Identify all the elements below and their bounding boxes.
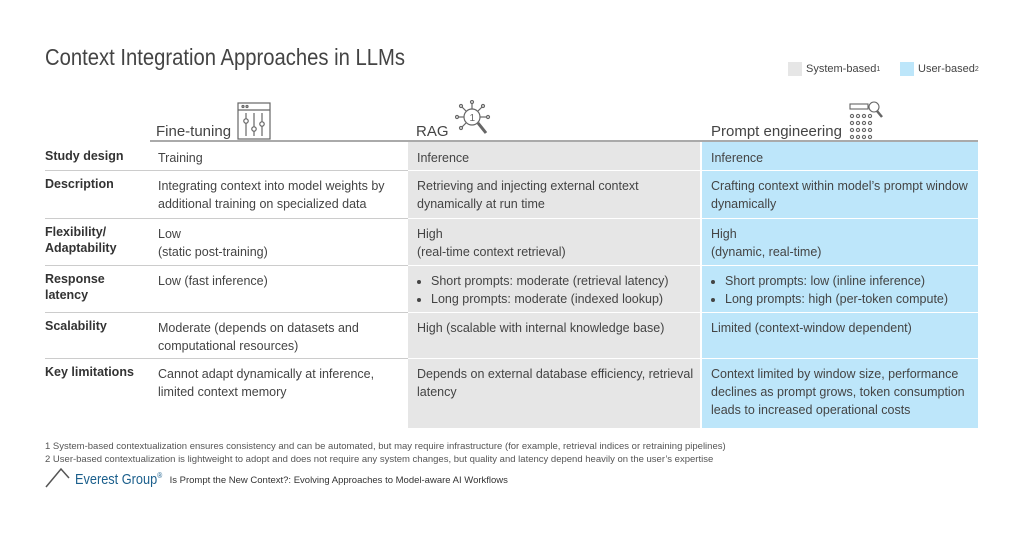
row-divider — [408, 218, 700, 219]
bullet-item: Long prompts: moderate (indexed lookup) — [431, 290, 697, 308]
row-divider — [702, 170, 978, 171]
row-divider — [702, 218, 978, 219]
table-cell: Integrating context into model weights b… — [158, 179, 385, 211]
row-divider — [45, 312, 408, 313]
table-cell: Inference — [417, 151, 470, 165]
bullet-list: Short prompts: low (inline inference)Lon… — [711, 272, 981, 308]
brand-reg: ® — [157, 471, 163, 480]
table-cell: Context limited by window size, performa… — [711, 367, 965, 417]
rag-column-background — [408, 142, 700, 428]
sliders-window-icon — [237, 102, 271, 140]
column-label: Fine-tuning — [156, 123, 232, 140]
table-cell: Moderate (depends on datasets and comput… — [158, 321, 359, 353]
legend-swatch-gray — [788, 62, 802, 76]
row-divider — [702, 358, 978, 359]
legend-label: User-based — [918, 63, 975, 75]
row-divider — [408, 358, 700, 359]
everest-logo-icon — [45, 467, 70, 488]
table-cell: Cannot adapt dynamically at inference, l… — [158, 367, 375, 399]
table-row: Scalability Moderate (depends on datasets… — [45, 312, 978, 358]
row-divider — [45, 265, 408, 266]
table-row: Response latency Low (fast inference) Shor… — [45, 265, 978, 312]
row-divider — [45, 358, 408, 359]
legend-sup: 1 — [876, 65, 881, 73]
svg-text:1: 1 — [469, 113, 475, 124]
magnifier-network-icon: 1 — [454, 100, 490, 134]
column-header-prompt-engineering: Prompt engineering — [711, 98, 888, 140]
table-row: Description Integrating context into mode… — [45, 170, 978, 218]
table-cell: Retrieving and injecting external contex… — [417, 179, 639, 211]
table-cell: Low (static post-training) — [158, 227, 268, 259]
header-divider — [150, 140, 978, 142]
column-label: Prompt engineering — [711, 123, 842, 140]
column-header-rag: RAG 1 — [416, 98, 495, 140]
footer: Everest Group® Is Prompt the New Context… — [45, 466, 508, 488]
report-title: Is Prompt the New Context?: Evolving App… — [169, 475, 508, 486]
table-cell: Short prompts: low (inline inference)Lon… — [711, 272, 981, 308]
brand-name: Everest Group — [75, 471, 158, 488]
table-cell: Depends on external database efficiency,… — [417, 367, 694, 399]
row-divider — [702, 265, 978, 266]
row-label: Study design — [45, 149, 124, 163]
grid-search-icon — [849, 101, 883, 140]
bullet-item: Short prompts: moderate (retrieval laten… — [431, 272, 697, 290]
table-cell: Crafting context within model’s prompt w… — [711, 179, 968, 211]
bullet-item: Long prompts: high (per-token compute) — [725, 290, 981, 308]
table-cell: High (scalable with internal knowledge b… — [417, 321, 665, 335]
row-label: Response latency — [45, 272, 105, 302]
table-row: Study design Training Inference Inference — [45, 142, 978, 170]
prompt-column-background — [702, 142, 978, 428]
row-divider — [408, 265, 700, 266]
row-label: Flexibility/ Adaptability — [45, 225, 117, 255]
row-divider — [408, 170, 700, 171]
row-label: Key limitations — [45, 365, 134, 379]
row-divider — [45, 170, 408, 171]
table-cell: Short prompts: moderate (retrieval laten… — [417, 272, 697, 308]
page-title: Context Integration Approaches in LLMs — [45, 44, 406, 70]
row-label: Scalability — [45, 319, 107, 333]
legend-label: System-based — [806, 63, 877, 75]
row-divider — [702, 312, 978, 313]
row-divider — [408, 312, 700, 313]
column-label: RAG — [416, 123, 449, 140]
table-cell: Inference — [711, 151, 764, 165]
table-cell: Training — [158, 151, 203, 165]
column-header-fine-tuning: Fine-tuning — [156, 98, 271, 140]
table-cell: High (real-time context retrieval) — [417, 227, 566, 259]
brand-logo: Everest Group® — [75, 471, 162, 488]
row-divider — [45, 218, 408, 219]
table-cell: Limited (context-window dependent) — [711, 321, 912, 335]
legend-sup: 2 — [974, 65, 979, 73]
footnote-1: 1 System-based contextualization ensures… — [45, 441, 726, 452]
bullet-list: Short prompts: moderate (retrieval laten… — [417, 272, 697, 308]
footnote-2: 2 User-based contextualization is lightw… — [45, 454, 714, 465]
table-cell: Low (fast inference) — [158, 274, 268, 288]
legend-swatch-blue — [900, 62, 914, 76]
table-cell: High (dynamic, real-time) — [711, 227, 822, 259]
table-row: Key limitations Cannot adapt dynamically … — [45, 358, 978, 428]
bullet-item: Short prompts: low (inline inference) — [725, 272, 981, 290]
row-label: Description — [45, 177, 114, 191]
table-row: Flexibility/ Adaptability Low (static pos… — [45, 218, 978, 265]
